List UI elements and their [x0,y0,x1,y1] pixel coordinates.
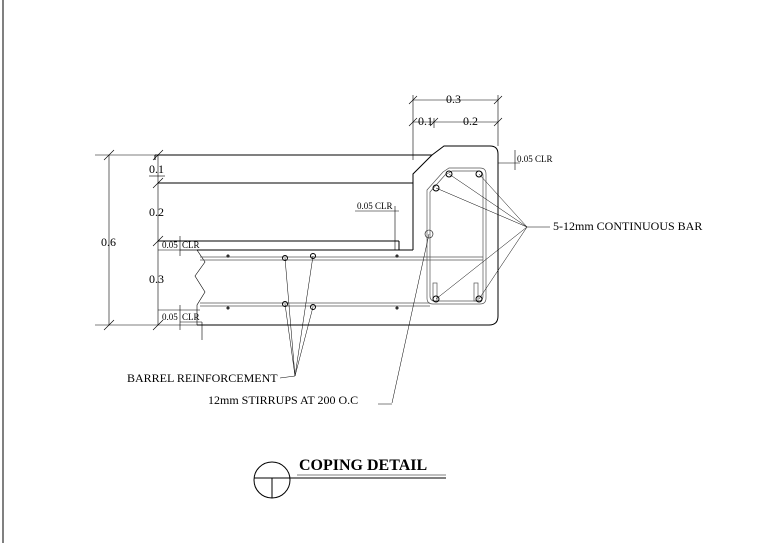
stirrups-label: 12mm STIRRUPS AT 200 O.C [208,393,358,407]
seg-bottom-label: 0.3 [149,272,164,286]
bar-dot [475,170,483,178]
clr-right-label: 0.05 CLR [517,154,553,164]
coping-reinforcement-cage [200,167,487,307]
top-dimensions: 0.3 0.1 0.2 [408,92,503,160]
drawing-title: COPING DETAIL [299,457,427,474]
clr-left-top-value: 0.05 [162,240,178,250]
clr-inner-label: 0.05 CLR [357,201,393,211]
top-width-label: 0.3 [446,92,461,106]
bar-dot [445,170,453,178]
bar-dot [432,295,440,303]
top-left-label: 0.1 [418,114,433,128]
barrel-bars [226,229,434,310]
bar-dot [475,295,483,303]
continuous-bar-label: 5-12mm CONTINUOUS BAR [553,219,702,233]
bar-dot [432,184,440,192]
coping-outline [154,145,499,326]
continuous-bars [432,170,483,303]
overall-height-label: 0.6 [101,235,116,249]
clr-left-bottom-value: 0.05 [162,312,178,322]
inner-clear-cover: 0.05 CLR [355,201,399,250]
left-dimensions: 0.6 0.1 0.2 0.3 0.05 CLR 0.05 CLR [95,149,203,340]
clr-left-bottom-unit: CLR [182,312,200,322]
seg-mid-label: 0.2 [149,205,164,219]
barrel-reinforcement-leader: BARREL REINFORCEMENT [127,255,314,385]
continuous-bar-leader: 5-12mm CONTINUOUS BAR [435,173,702,300]
stirrups-leader: 12mm STIRRUPS AT 200 O.C [208,233,430,407]
title-block: COPING DETAIL [253,457,446,499]
barrel-reinforcement-label: BARREL REINFORCEMENT [127,371,278,385]
clr-left-top-unit: CLR [182,240,200,250]
right-clear-cover: 0.05 CLR [498,150,553,170]
top-right-label: 0.2 [463,114,478,128]
seg-top-label: 0.1 [149,162,164,176]
